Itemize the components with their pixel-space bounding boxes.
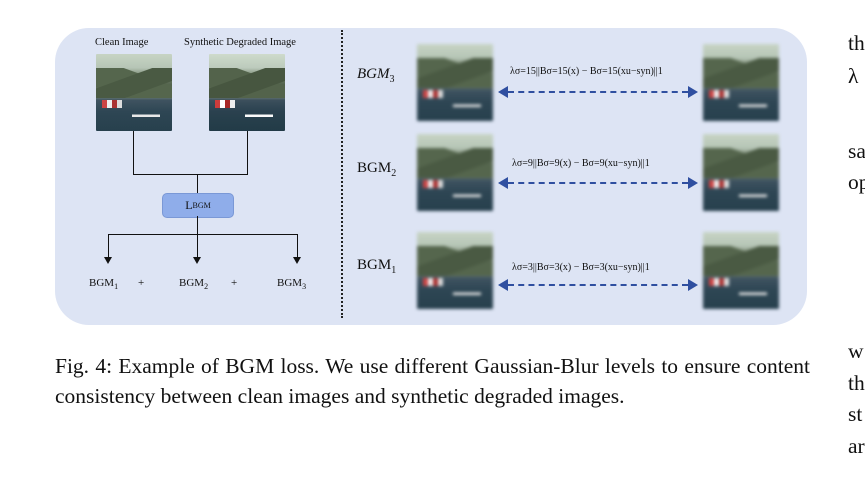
row-bgm-1-label: BGM1 xyxy=(357,257,397,276)
row-bgm-1-image-left xyxy=(417,232,493,309)
connector-line xyxy=(133,131,135,175)
connector-line xyxy=(197,216,199,234)
lbgm-subscript: BGM xyxy=(192,201,211,210)
plus-sign: + xyxy=(231,277,238,289)
connector-line xyxy=(297,234,299,258)
arrow-right-icon xyxy=(688,86,698,98)
connector-line xyxy=(108,234,110,258)
degraded-image xyxy=(209,54,285,131)
row-bgm-2-image-left xyxy=(417,134,493,211)
plus-sign: + xyxy=(138,277,145,289)
row-bgm-2-image-right xyxy=(703,134,779,211)
row-bgm-1-image-right xyxy=(703,232,779,309)
connector-line xyxy=(108,234,298,236)
dashed-arrow xyxy=(508,182,688,184)
degraded-image-label: Synthetic Degraded Image xyxy=(184,37,296,48)
arrow-head xyxy=(193,257,201,264)
arrow-right-icon xyxy=(688,177,698,189)
dashed-arrow xyxy=(508,284,688,286)
figure-divider xyxy=(341,30,343,318)
right-column-text: th xyxy=(848,371,865,395)
row-bgm-2-formula: λσ=9||Bσ=9(x) − Bσ=9(xu−syn)||1 xyxy=(512,158,650,169)
arrow-left-icon xyxy=(498,86,508,98)
arrow-head xyxy=(104,257,112,264)
arrow-right-icon xyxy=(688,279,698,291)
lbgm-label: L xyxy=(185,198,193,212)
right-column-text: w xyxy=(848,339,864,363)
row-bgm-1-formula: λσ=3||Bσ=3(x) − Bσ=3(xu−syn)||1 xyxy=(512,262,650,273)
right-column-text: op xyxy=(848,170,865,194)
clean-image xyxy=(96,54,172,131)
arrow-left-icon xyxy=(498,279,508,291)
row-bgm-3-label: BGM3 xyxy=(357,66,395,85)
figure-caption: Fig. 4: Example of BGM loss. We use diff… xyxy=(55,354,810,408)
bgm-2-label: BGM2 xyxy=(179,277,209,292)
row-bgm-3-image-left xyxy=(417,44,493,121)
bgm-3-label: BGM3 xyxy=(277,277,307,292)
bgm-1-label: BGM1 xyxy=(89,277,119,292)
row-bgm-2-label: BGM2 xyxy=(357,160,397,179)
row-bgm-3-formula: λσ=15||Bσ=15(x) − Bσ=15(xu−syn)||1 xyxy=(510,66,663,77)
clean-image-label: Clean Image xyxy=(95,37,149,48)
connector-line xyxy=(197,234,199,258)
row-bgm-3-image-right xyxy=(703,44,779,121)
connector-line xyxy=(247,131,249,175)
dashed-arrow xyxy=(508,91,688,93)
right-column-text: sa xyxy=(848,139,865,163)
right-column-text: th xyxy=(848,31,865,55)
right-column-text: st xyxy=(848,402,863,426)
connector-line xyxy=(197,174,199,194)
right-column-text: ar xyxy=(848,434,865,458)
connector-line xyxy=(133,174,248,176)
arrow-head xyxy=(293,257,301,264)
right-column-text: λ xyxy=(848,64,859,88)
arrow-left-icon xyxy=(498,177,508,189)
